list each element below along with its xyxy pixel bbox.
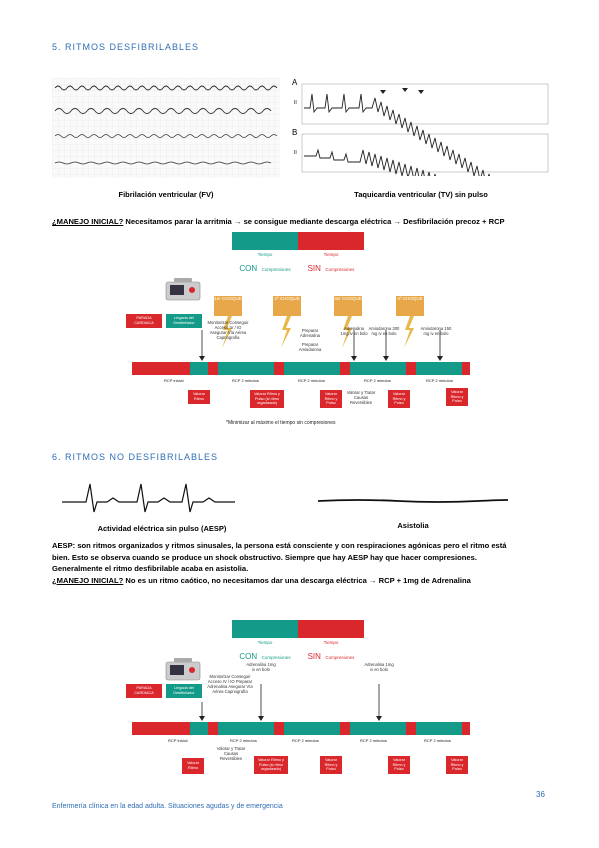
- rcp-2min-d: RCP 2 minutos: [426, 378, 453, 383]
- valorar-ritmo-2-3: Valorar Ritmo y Pulso: [320, 756, 342, 774]
- label-b: B: [292, 128, 298, 137]
- parada-cardiaca-box-2: PARADA CARDIACA: [126, 684, 162, 698]
- valorar-ritmo-5: Valorar Ritmo y Pulso: [446, 388, 468, 406]
- con-compresiones-label: CON Compresiones: [232, 258, 298, 276]
- label-ii-1: II: [294, 100, 297, 106]
- caption-fv: Fibrilación ventricular (FV): [118, 190, 214, 199]
- valorar-ritmo-2-2: Valorar Ritmo y Pulso (si ritmo organiza…: [254, 756, 288, 774]
- page-footer: Enfermería clínica en la edad adulta. Si…: [52, 803, 283, 810]
- aesp-ecg-image: [62, 483, 235, 513]
- con-word: CON: [239, 264, 258, 273]
- valorar-ritmo-2-5: Valorar Ritmo y Pulso: [446, 756, 468, 774]
- caption-asistolia: Asistolia: [397, 521, 429, 530]
- shock-1: 1er CHOQUE: [214, 296, 242, 316]
- rcp-inicial: RCP inicial: [164, 378, 184, 383]
- rcp-inicial-2: RCP inicial: [168, 738, 188, 743]
- caption-aesp: Actividad eléctrica sin pulso (AESP): [97, 524, 227, 533]
- valorar-ritmo-2-1: Valorar Ritmo: [182, 758, 204, 774]
- llegada-desfibrilador-box: Llegada del Desfibrilador: [166, 314, 202, 328]
- defibrillator-icon-2: [165, 658, 201, 681]
- manejo-inicial-2: ¿MANEJO INICIAL? No es un ritmo caótico,…: [52, 575, 562, 587]
- bar-sin-compresiones: [298, 232, 364, 250]
- aesp-paragraph: AESP: son ritmos organizados y ritmos si…: [52, 540, 562, 586]
- tv-ecg-image: A II B II: [290, 76, 552, 176]
- aesp-line-3: Generalmente el ritmo desfibrilable acab…: [52, 564, 249, 573]
- parada-cardiaca-box: PARADA CARDIACA: [126, 314, 162, 328]
- tiempo-sin-label: Tiempo: [323, 252, 339, 257]
- defibrillator-icon: [165, 278, 201, 301]
- bar-con-compresiones: [232, 232, 298, 250]
- bar-con-compresiones-2: [232, 620, 298, 638]
- con-sub-2: Compresiones: [261, 655, 291, 660]
- arrows-2: [199, 684, 382, 721]
- fv-ecg-image: [52, 78, 280, 178]
- rcp-2min-2d: RCP 2 minutos: [424, 738, 451, 743]
- timeline-1: [132, 362, 470, 375]
- section-title-5: 5. RITMOS DESFIBRILABLES: [52, 42, 200, 52]
- tiempo-sin-label-2: Tiempo: [323, 640, 339, 645]
- diagram-desfibrilables: Tiempo CON Compresiones Tiempo SIN Compr…: [120, 228, 480, 438]
- sin-word-2: SIN: [307, 652, 321, 661]
- rcp-2min-2c: RCP 2 minutos: [360, 738, 387, 743]
- sin-compresiones-label-2: SIN Compresiones: [298, 646, 364, 664]
- sin-sub-2: Compresiones: [325, 655, 355, 660]
- nota-minimizar: *Minimizar al máximo el tiempo sin compr…: [226, 420, 336, 426]
- manejo-lead-2: ¿MANEJO INICIAL?: [52, 575, 124, 585]
- label-a: A: [292, 78, 298, 87]
- tiempo-con-label: Tiempo: [257, 252, 273, 257]
- valorar-ritmo-2: Valorar Ritmo y Pulso (si ritmo organiza…: [250, 390, 284, 408]
- con-compresiones-label-2: CON Compresiones: [232, 646, 298, 664]
- preparar-adrenalina-label: Preparar Adrenalina: [299, 328, 321, 338]
- shock-4: 4º CHOQUE: [396, 296, 424, 316]
- sin-word: SIN: [307, 264, 321, 273]
- manejo-text-1: Necesitamos parar la arritmia → se consi…: [123, 217, 505, 226]
- bar-sin-compresiones-2: [298, 620, 364, 638]
- manejo-inicial-1: ¿MANEJO INICIAL? Necesitamos parar la ar…: [52, 216, 562, 228]
- adrenalina-label-2a: Adrenalina 1mg iv en bolo: [246, 662, 276, 672]
- adrenalina-label-2b: Adrenalina 1mg iv en bolo: [364, 662, 394, 672]
- section-title-6: 6. RITMOS NO DESFIBRILABLES: [52, 452, 219, 462]
- label-ii-2: II: [294, 150, 297, 156]
- manejo-lead-1: ¿MANEJO INICIAL?: [52, 217, 124, 226]
- valorar-ritmo-4: Valorar Ritmo y Pulso: [388, 390, 410, 408]
- diagram-no-desfibrilables: Tiempo CON Compresiones Tiempo SIN Compr…: [120, 618, 480, 788]
- asistolia-ecg-image: [318, 499, 508, 503]
- llegada-desfibrilador-box-2: Llegada del Desfibrilador: [166, 684, 202, 698]
- amiodarona-300-label: Amiodarona 300 mg iv en bolo: [368, 326, 400, 336]
- timeline-2: [132, 722, 470, 735]
- rcp-2min-a: RCP 2 minutos: [232, 378, 259, 383]
- con-word-2: CON: [239, 652, 258, 661]
- sin-compresiones-label: SIN Compresiones: [298, 258, 364, 276]
- caption-tv: Taquicardia ventricular (TV) sin pulso: [354, 190, 488, 199]
- tratar-causas-1: Valorar y Tratar Causas Reversibles: [346, 390, 376, 405]
- aesp-line-1: AESP: son ritmos organizados y ritmos si…: [52, 541, 507, 550]
- lightning-icons: [199, 316, 443, 361]
- con-sub: Compresiones: [261, 267, 291, 272]
- valorar-ritmo-3: Valorar Ritmo y Pulso: [320, 390, 342, 408]
- monitorizar-label-2: Monitorizar Conseguir Acceso IV / IO Pre…: [207, 674, 253, 694]
- tratar-causas-2: Valorar y Tratar Causas Reversibles: [216, 746, 246, 761]
- valorar-ritmo-2-4: Valorar Ritmo y Pulso: [388, 756, 410, 774]
- rcp-2min-b: RCP 2 minutos: [298, 378, 325, 383]
- monitorizar-label: Monitorizar Conseguir Acceso IV / IO Ase…: [207, 320, 249, 340]
- tiempo-con-label-2: Tiempo: [257, 640, 273, 645]
- page-number: 36: [536, 790, 545, 799]
- shock-2: 2º CHOQUE: [273, 296, 301, 316]
- preparar-amiodarona-label: Preparar Amiodarona: [298, 342, 322, 352]
- rcp-2min-2b: RCP 2 minutos: [292, 738, 319, 743]
- adrenalina-label: Adrenalina 1mg iv en bolo: [340, 326, 368, 336]
- valorar-ritmo-1: Valorar Ritmo: [188, 390, 210, 404]
- amiodarona-150-label: Amiodarona 150 mg iv en bolo: [420, 326, 452, 336]
- aesp-line-2: bien. Esto se observa cuando se produce …: [52, 552, 477, 562]
- rcp-2min-c: RCP 2 minutos: [364, 378, 391, 383]
- sin-sub: Compresiones: [325, 267, 355, 272]
- manejo-text-2: No es un ritmo caótico, no necesitamos d…: [123, 575, 471, 585]
- rcp-2min-2a: RCP 2 minutos: [230, 738, 257, 743]
- shock-3: 3er CHOQUE: [334, 296, 362, 316]
